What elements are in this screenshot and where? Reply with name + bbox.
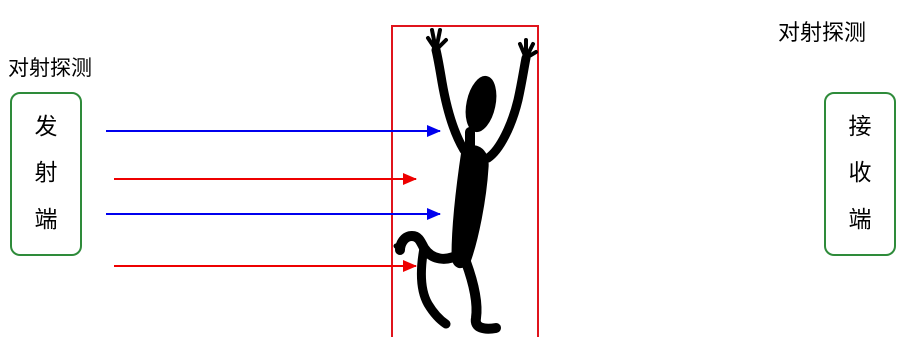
transmitter-box: 发 射 端 bbox=[10, 92, 82, 256]
transmitter-char-3: 端 bbox=[34, 207, 58, 234]
transmitter-char-2: 射 bbox=[34, 160, 58, 187]
receiver-char-3: 端 bbox=[848, 207, 872, 234]
receiver-box: 接 收 端 bbox=[824, 92, 896, 256]
transmitter-char-1: 发 bbox=[34, 113, 58, 140]
detection-zone-frame bbox=[391, 25, 539, 337]
receiver-char-1: 接 bbox=[848, 113, 872, 140]
left-title: 对射探测 bbox=[8, 56, 92, 80]
running-person-silhouette-icon bbox=[393, 28, 538, 334]
right-title: 对射探测 bbox=[778, 21, 867, 46]
receiver-char-2: 收 bbox=[848, 160, 872, 187]
